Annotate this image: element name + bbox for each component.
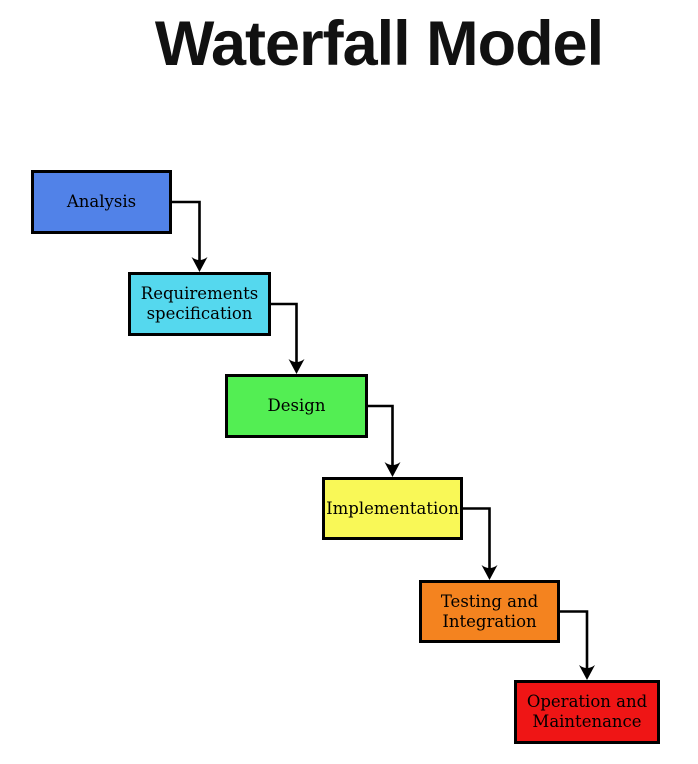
phase-label-testing: Testing and Integration (440, 591, 539, 631)
connector-line (368, 404, 394, 468)
phase-label-implementation: Implementation (326, 498, 459, 518)
phase-box-design: Design (225, 374, 368, 438)
phase-box-analysis: Analysis (31, 170, 172, 234)
phase-box-requirements: Requirements specification (128, 272, 271, 336)
phase-box-implementation: Implementation (322, 477, 463, 540)
arrowhead-down-icon (191, 257, 208, 272)
arrowhead-down-icon (481, 565, 498, 580)
connector-line (172, 200, 201, 263)
arrowhead-down-icon (579, 665, 595, 680)
connector-line (271, 302, 298, 365)
phase-label-design: Design (267, 396, 326, 416)
phase-label-requirements: Requirements specification (140, 284, 259, 323)
phase-label-operation: Operation and Maintenance (526, 692, 648, 731)
arrowhead-down-icon (288, 359, 305, 374)
diagram-title: Waterfall Model (154, 9, 604, 79)
connector-line (560, 610, 589, 671)
phase-box-testing: Testing and Integration (419, 580, 560, 643)
arrowhead-down-icon (384, 462, 401, 477)
connector-line (463, 507, 491, 571)
phase-label-analysis: Analysis (66, 192, 137, 212)
phase-box-operation: Operation and Maintenance (514, 680, 660, 744)
